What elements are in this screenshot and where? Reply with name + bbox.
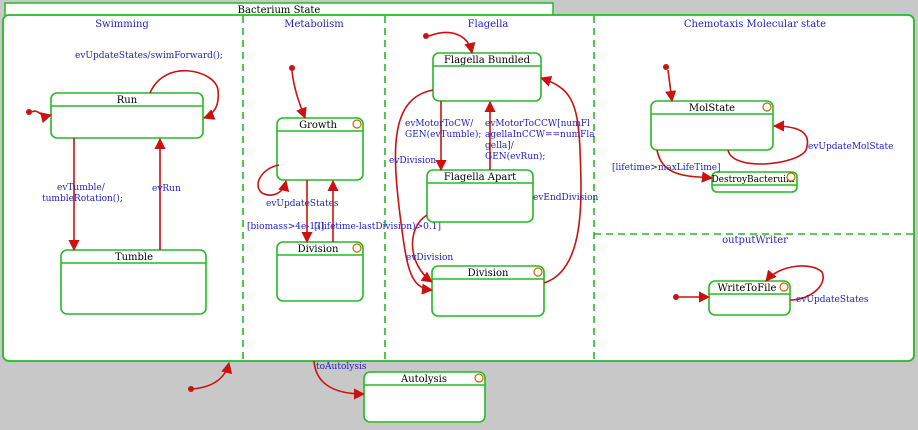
transition-molstate-destroy[interactable] (656, 149, 714, 183)
label-run-tumble-2: tumbleRotation(); (42, 193, 123, 204)
region-title-output-writer: outputWriter (722, 235, 788, 246)
region-title-metabolism: Metabolism (284, 19, 344, 30)
region-title-flagella: Flagella (468, 19, 509, 30)
state-run[interactable]: Run (50, 92, 204, 139)
submachine-icon (786, 172, 796, 182)
label-bundled-apart-2: GEN(evTumble); (405, 129, 481, 140)
state-molstate[interactable]: MolState (650, 100, 774, 151)
label-apart-bundled-3: gella]/ (485, 141, 515, 151)
state-flagella-bundled[interactable]: Flagella Bundled (432, 52, 542, 102)
initial-pseudostate-metabolism[interactable] (289, 65, 295, 71)
transition-initial-molstate[interactable] (665, 69, 677, 103)
submachine-icon (474, 373, 484, 383)
state-tumble-label: Tumble (115, 252, 153, 263)
submachine-icon (779, 282, 789, 292)
state-write-to-file-label: WriteToFile (718, 283, 777, 294)
transition-initial-run[interactable] (31, 110, 53, 124)
label-run-tumble-1: evTumble/ (57, 183, 106, 193)
transition-writer-self[interactable] (765, 265, 824, 301)
state-destroy-bacterium[interactable]: DestroyBacteruim (711, 171, 798, 193)
label-apart-bundled-2: agellaInCCW==numFla (485, 130, 595, 140)
region-title-chemotaxis: Chemotaxis Molecular state (684, 19, 826, 30)
label-growth-self: evUpdateStates (266, 199, 339, 209)
label-bundled-division: evDivision (389, 156, 436, 166)
label-apart-division: evDivision (406, 253, 453, 263)
submachine-icon (762, 102, 772, 112)
transition-growth-self[interactable] (257, 164, 290, 196)
initial-pseudostate-bacterium[interactable] (188, 386, 194, 392)
submachine-icon (533, 267, 543, 277)
state-write-to-file[interactable]: WriteToFile (708, 280, 791, 316)
state-tumble[interactable]: Tumble (60, 249, 207, 315)
state-flagella-apart-label: Flagella Apart (444, 172, 516, 183)
label-division-bundled: evEndDivision (533, 193, 599, 203)
state-autolysis[interactable]: Autolysis (363, 371, 486, 423)
label-molstate-self: evUpdateMolState (808, 142, 893, 152)
transition-bundled-division[interactable] (394, 89, 434, 295)
submachine-icon (352, 243, 362, 253)
state-flagella-division[interactable]: Division (431, 265, 545, 317)
initial-pseudostate-chemotaxis[interactable] (663, 64, 669, 70)
transition-molstate-self[interactable] (727, 120, 809, 165)
state-molstate-label: MolState (689, 103, 735, 114)
state-destroy-bacterium-label: DestroyBacteruim (711, 175, 795, 185)
state-growth-label: Growth (299, 120, 337, 131)
transition-apart-division[interactable] (411, 214, 433, 283)
state-metabolism-division[interactable]: Division (276, 241, 364, 302)
label-tumble-run: evRun (152, 184, 181, 194)
label-to-autolysis: toAutolysis (316, 362, 367, 372)
label-molstate-destroy: [lifetime>maxLifeTime] (612, 163, 721, 173)
transition-to-autolysis[interactable] (313, 360, 366, 400)
state-growth[interactable]: Growth (276, 117, 364, 181)
region-title-swimming: Swimming (95, 19, 149, 30)
state-autolysis-label: Autolysis (400, 374, 447, 385)
label-run-self: evUpdateStates/swimForward(); (75, 50, 223, 61)
transition-initial-growth[interactable] (291, 70, 307, 120)
bacterium-state-title: Bacterium State (238, 5, 321, 16)
label-division-growth: [(lifetime-lastDivision)>0.1] (314, 221, 441, 232)
label-growth-division: [biomass>4e-13] (247, 222, 324, 232)
state-metabolism-division-label: Division (298, 244, 339, 255)
label-bundled-apart-1: evMotorToCW/ (405, 119, 474, 129)
label-apart-bundled-1: evMotorToCCW[numFl (485, 119, 590, 129)
state-run-label: Run (117, 95, 138, 106)
initial-pseudostate-flagella[interactable] (423, 33, 429, 39)
state-flagella-apart[interactable]: Flagella Apart (426, 169, 534, 223)
transition-initial-bundled[interactable] (428, 31, 476, 55)
submachine-icon (352, 119, 362, 129)
initial-pseudostate-output-writer[interactable] (673, 294, 679, 300)
transition-division-bundled[interactable] (539, 75, 582, 284)
label-writer-self: evUpdateStates (796, 295, 869, 305)
state-flagella-division-label: Division (468, 268, 509, 279)
transition-run-self[interactable] (149, 69, 220, 120)
label-apart-bundled-4: GEN(evRun); (485, 151, 545, 162)
state-flagella-bundled-label: Flagella Bundled (444, 55, 531, 66)
transition-initial-bacterium[interactable] (190, 361, 233, 390)
initial-pseudostate-swimming[interactable] (26, 109, 32, 115)
